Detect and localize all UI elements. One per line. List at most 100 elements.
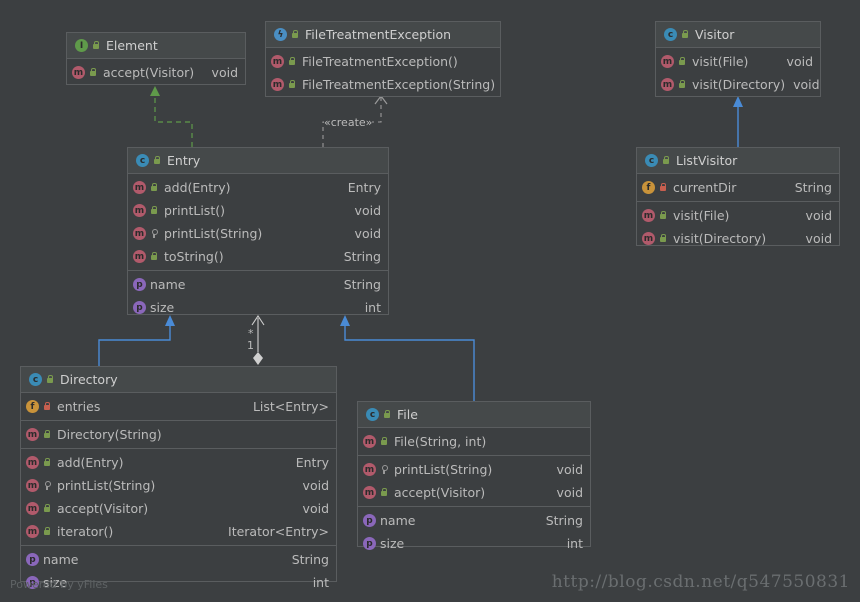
- method-icon: m: [363, 463, 376, 476]
- method-row: m accept(Visitor) void: [363, 485, 583, 500]
- method-row: m printList(String) void: [133, 226, 381, 241]
- property-row: p size int: [21, 571, 336, 594]
- method-row: m accept(Visitor) void: [26, 501, 329, 516]
- class-file[interactable]: c File m File(String, int) m printList(S…: [357, 401, 591, 551]
- method-icon: m: [133, 250, 146, 263]
- method-row: m FileTreatmentException(): [271, 54, 458, 69]
- class-element[interactable]: I Element m accept(Visitor) void: [66, 32, 246, 85]
- property-icon: p: [363, 514, 376, 527]
- method-icon: m: [363, 486, 376, 499]
- class-title: Entry: [167, 153, 201, 168]
- property-row: p name String: [21, 548, 336, 571]
- class-list-visitor[interactable]: c ListVisitor f currentDir String m visi…: [636, 147, 840, 246]
- private-icon: [659, 183, 667, 192]
- method-row: m printList(String) void: [363, 462, 583, 477]
- lightning-icon: ϟ: [274, 28, 287, 41]
- multiplicity-one-label: 1: [247, 339, 254, 352]
- method-icon: m: [26, 479, 39, 492]
- property-icon: p: [26, 553, 39, 566]
- class-visitor[interactable]: c Visitor m visit(File) void m visit(Dir…: [655, 21, 821, 97]
- property-row: p size int: [358, 532, 590, 555]
- method-row: m printList() void: [133, 203, 381, 218]
- method-row: m visit(File) void: [661, 54, 813, 69]
- public-icon: [662, 156, 670, 165]
- class-file-treatment-exception[interactable]: ϟ FileTreatmentException m FileTreatment…: [265, 21, 501, 97]
- class-header: c Directory: [21, 367, 336, 393]
- method-row: m iterator() Iterator<Entry>: [26, 524, 329, 539]
- class-icon: c: [645, 154, 658, 167]
- realization-arrowhead: [150, 86, 160, 96]
- public-icon: [46, 375, 54, 384]
- public-icon: [288, 80, 296, 89]
- property-row: p name String: [128, 273, 388, 296]
- field-row: f currentDir String: [637, 176, 839, 199]
- field-row: f entries List<Entry>: [21, 395, 336, 418]
- class-header: c ListVisitor: [637, 148, 839, 174]
- method-row: m add(Entry) Entry: [133, 180, 381, 195]
- method-icon: m: [271, 78, 284, 91]
- class-header: c File: [358, 402, 590, 428]
- public-icon: [153, 156, 161, 165]
- property-icon: p: [363, 537, 376, 550]
- constructor-row: m Directory(String): [26, 427, 162, 442]
- method-icon: m: [271, 55, 284, 68]
- method-icon: m: [26, 456, 39, 469]
- method-row: m visit(File) void: [642, 208, 832, 223]
- inheritance-arrowhead-visitor: [733, 96, 743, 107]
- field-icon: f: [26, 400, 39, 413]
- class-title: Directory: [60, 372, 118, 387]
- public-icon: [383, 410, 391, 419]
- inheritance-directory-entry: [98, 326, 171, 366]
- public-icon: [681, 30, 689, 39]
- class-title: Element: [106, 38, 158, 53]
- public-icon: [43, 527, 51, 536]
- method-icon: m: [363, 435, 376, 448]
- class-header: c Visitor: [656, 22, 820, 48]
- class-header: c Entry: [128, 148, 388, 174]
- property-icon: p: [133, 301, 146, 314]
- constructor-row: m File(String, int): [363, 434, 487, 449]
- realization-entry-element: [154, 96, 193, 147]
- abstract-class-icon: c: [664, 28, 677, 41]
- property-row: p size int: [128, 296, 388, 319]
- method-row: m visit(Directory) void: [642, 231, 832, 246]
- method-row: m visit(Directory) void: [661, 77, 820, 92]
- private-icon: [43, 402, 51, 411]
- public-icon: [43, 458, 51, 467]
- class-header: I Element: [67, 33, 245, 59]
- class-header: ϟ FileTreatmentException: [266, 22, 500, 48]
- abstract-class-icon: c: [136, 154, 149, 167]
- public-icon: [659, 211, 667, 220]
- aggregation-open-arrowhead: [251, 315, 265, 326]
- inheritance-arrowhead-entry-left: [165, 315, 175, 326]
- class-title: ListVisitor: [676, 153, 738, 168]
- create-label: «create»: [324, 116, 373, 129]
- property-icon: p: [26, 576, 39, 589]
- class-title: File: [397, 407, 418, 422]
- abstract-method-icon: m: [133, 227, 146, 240]
- public-icon: [678, 80, 686, 89]
- method-icon: m: [642, 209, 655, 222]
- public-icon: [92, 41, 100, 50]
- public-icon: [150, 183, 158, 192]
- method-icon: m: [26, 525, 39, 538]
- class-entry[interactable]: c Entry m add(Entry) Entry m printList()…: [127, 147, 389, 315]
- public-icon: [659, 234, 667, 243]
- interface-icon: I: [75, 39, 88, 52]
- public-icon: [150, 206, 158, 215]
- inheritance-file-entry: [344, 326, 475, 401]
- class-directory[interactable]: c Directory f entries List<Entry> m Dire…: [20, 366, 337, 590]
- protected-icon: [380, 465, 388, 474]
- public-icon: [43, 504, 51, 513]
- class-title: Visitor: [695, 27, 735, 42]
- public-icon: [291, 30, 299, 39]
- public-icon: [288, 57, 296, 66]
- method-row: m toString() String: [133, 249, 381, 264]
- property-icon: p: [133, 278, 146, 291]
- abstract-method-icon: m: [72, 66, 85, 79]
- multiplicity-many-label: *: [248, 327, 254, 340]
- method-icon: m: [26, 428, 39, 441]
- method-icon: m: [661, 78, 674, 91]
- method-icon: m: [133, 204, 146, 217]
